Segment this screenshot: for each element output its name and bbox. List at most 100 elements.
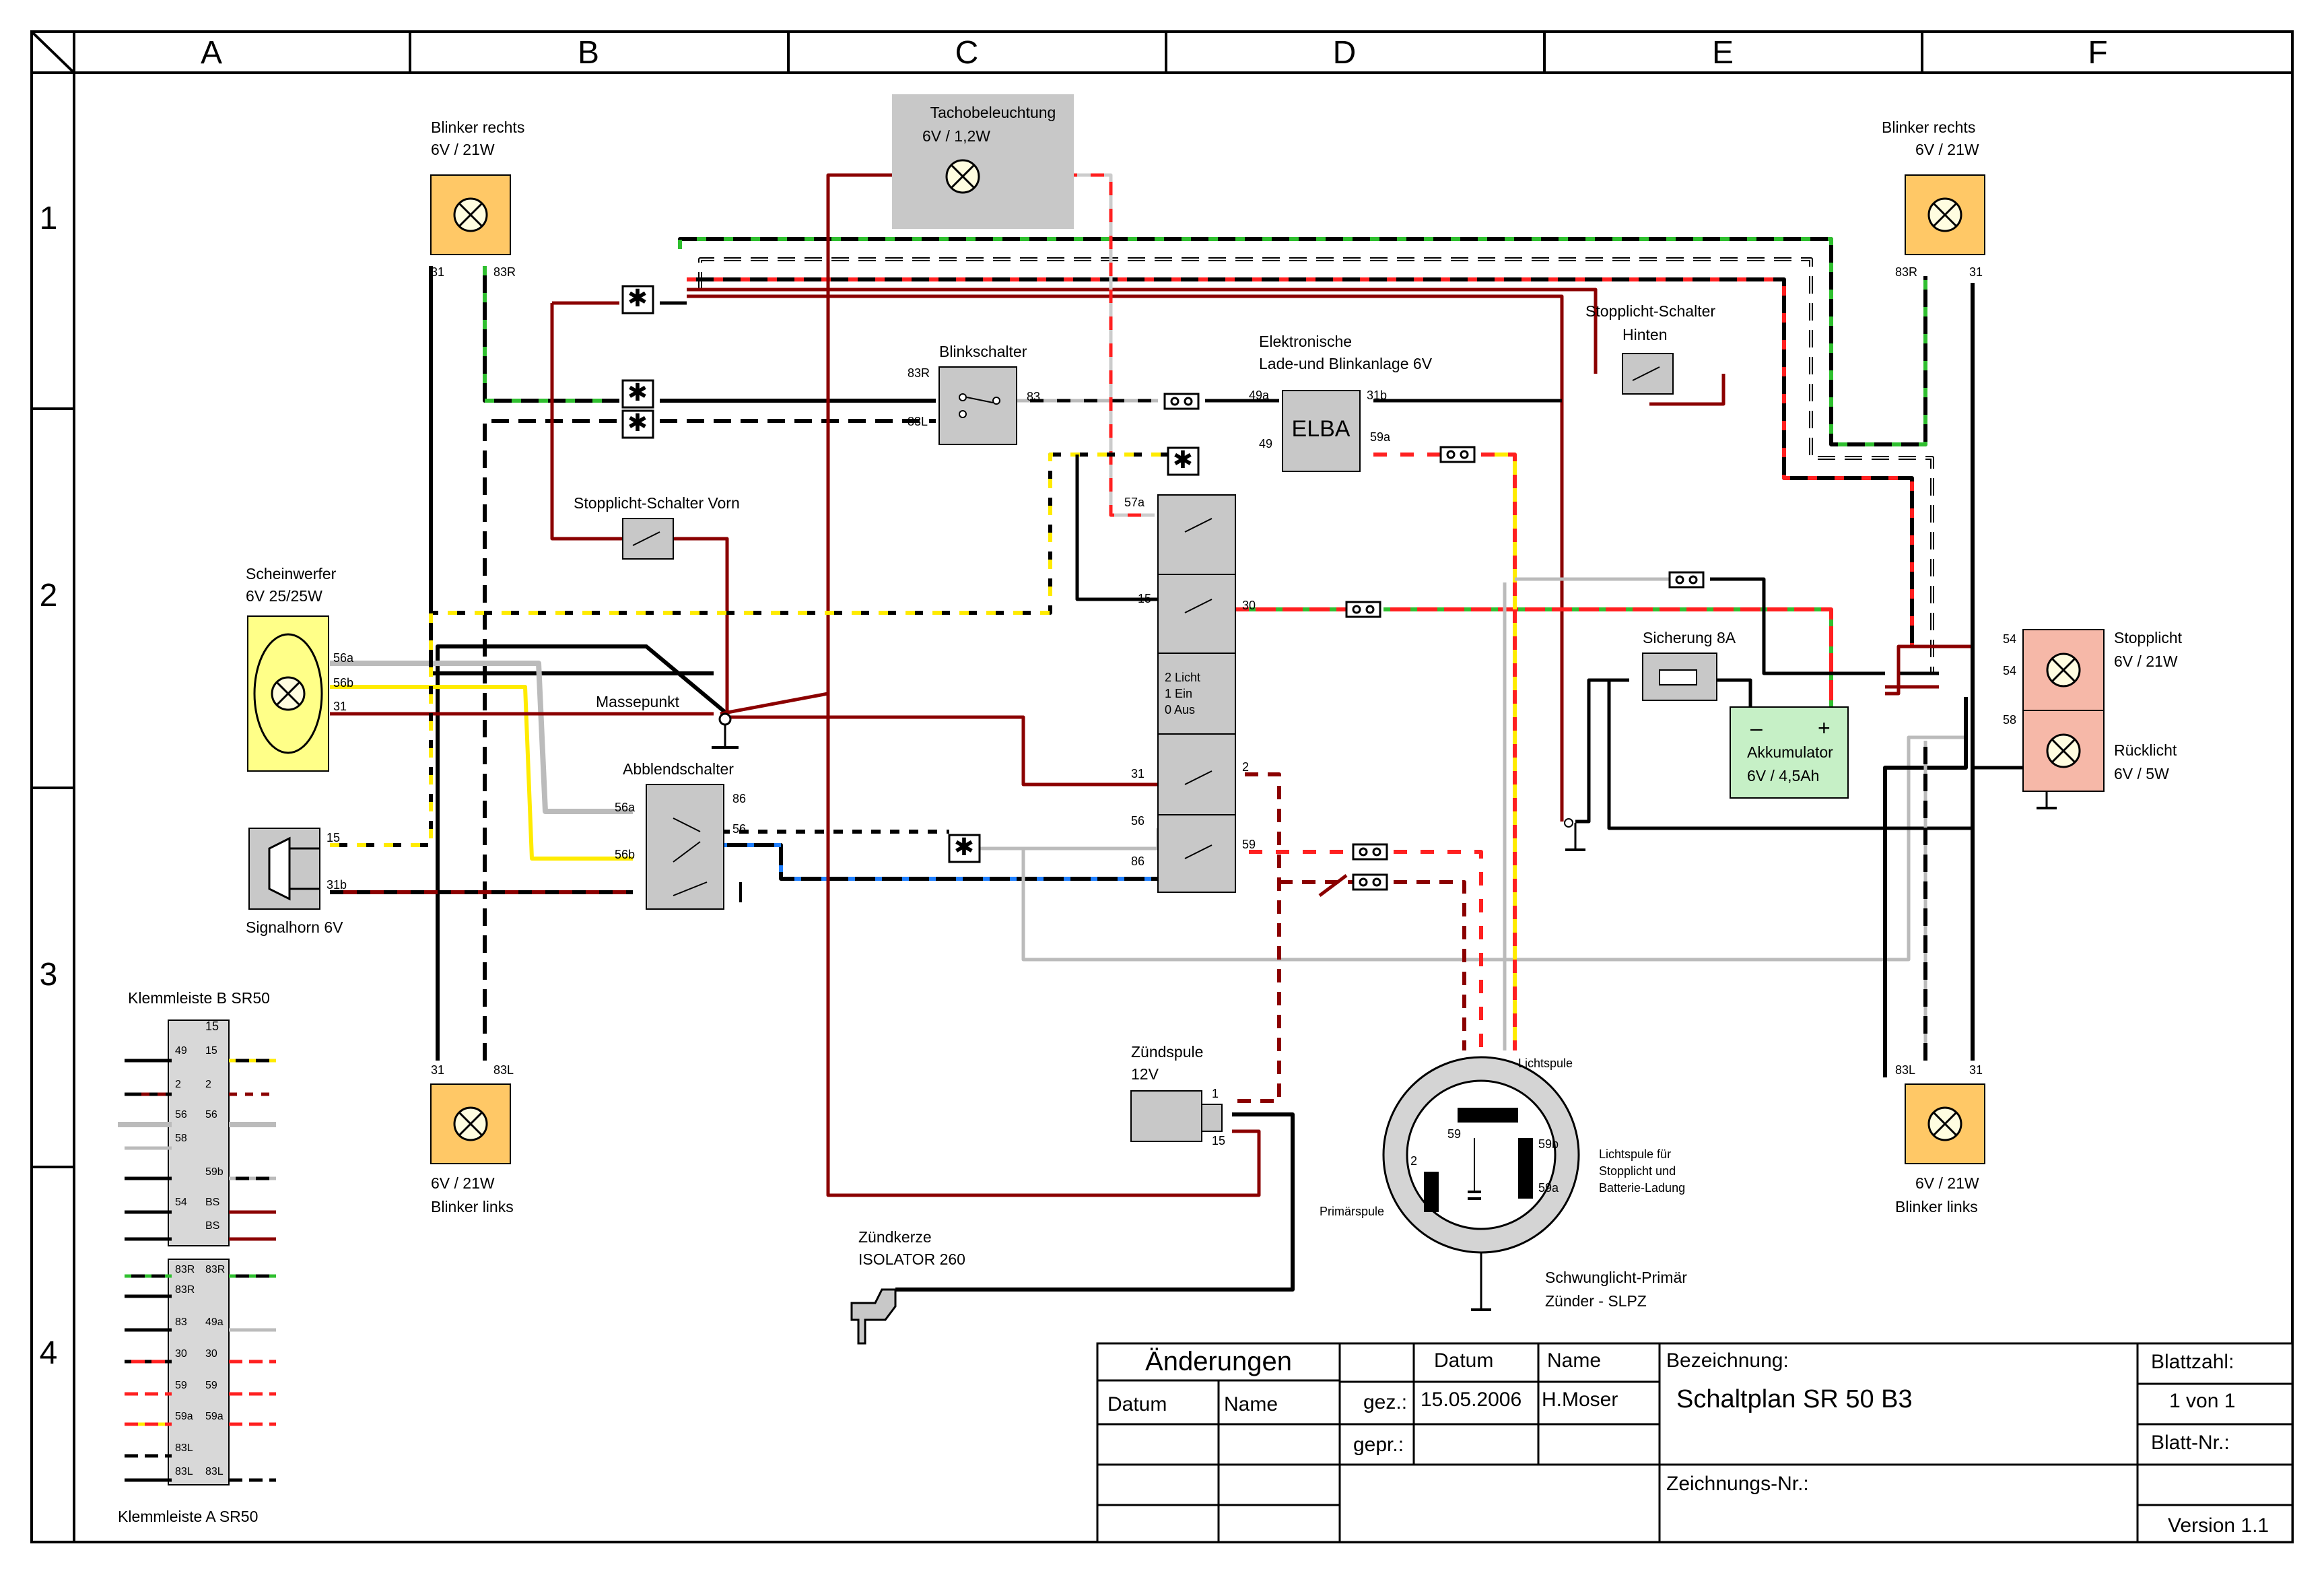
tb-aenderungen: Änderungen: [1145, 1347, 1292, 1376]
kl-a-r0: 83R: [205, 1264, 225, 1275]
tb-blattzahl-label: Blattzahl:: [2151, 1351, 2234, 1373]
taillight-lamp-icon: [2046, 733, 2081, 768]
grid-col-f: F: [2088, 35, 2107, 71]
kl-b-r5: 59b: [205, 1166, 224, 1178]
horn-icon: [268, 836, 291, 901]
stopp-hinten-line2: Hinten: [1622, 326, 1667, 343]
inline-plugs: [1163, 393, 1705, 891]
tacho-lamp-icon: [945, 159, 980, 194]
svg-text:✱: ✱: [627, 409, 648, 436]
slpz-name2: Zünder - SLPZ: [1545, 1292, 1647, 1310]
grid-col-c: C: [955, 35, 979, 71]
fuse-icon: [1659, 669, 1697, 686]
headlight-lamp-icon: [271, 676, 306, 711]
blinker-rechts-rear: Blinker rechts 6V / 21W 83R 31: [1882, 119, 1985, 279]
tb-version: Version 1.1: [2168, 1514, 2269, 1537]
plug-icon: [1163, 393, 1200, 410]
grid-col-e: E: [1712, 35, 1734, 71]
kl-a-r7: 83L: [205, 1466, 224, 1477]
grid-row-4: 4: [40, 1335, 58, 1371]
zuendspule-spec: 12V: [1131, 1065, 1159, 1083]
blinker-lamp-icon: [1927, 1106, 1962, 1141]
klemmleiste-b-wires: [118, 1059, 276, 1241]
svg-text:✱: ✱: [1173, 446, 1193, 473]
zs-pos-0: 0 Aus: [1165, 703, 1195, 716]
zuendlichtschalter: 57a 15 30 2 Licht 1 Ein 0 Aus 31 2 56 86…: [1124, 494, 1256, 893]
tb-blattnr-label: Blatt-Nr.:: [2151, 1432, 2230, 1454]
blinker-rechts-front-term-b: 83R: [493, 265, 516, 279]
blinkschalter-t1: 83R: [908, 366, 930, 380]
zs-t30: 30: [1242, 599, 1256, 612]
zuendspule-name: Zündspule: [1131, 1043, 1203, 1061]
tb-gez-name: H.Moser: [1542, 1389, 1618, 1411]
zs-t56: 56: [1131, 814, 1144, 828]
stopplicht-t1: 54: [2003, 632, 2016, 646]
blinker-links-front: 31 83L 6V / 21W Blinker links: [430, 1063, 514, 1215]
abblend-name: Abblendschalter: [623, 760, 734, 778]
tb-gez-datum: 15.05.2006: [1421, 1389, 1522, 1411]
wires: [330, 173, 2047, 1292]
stopp-vorn-name: Stopplicht-Schalter Vorn: [574, 494, 740, 512]
elba-t59a: 59a: [1370, 430, 1391, 444]
scheinwerfer-t2: 56b: [333, 676, 353, 690]
tb-zeichnungsnr-label: Zeichnungs-Nr.:: [1666, 1473, 1809, 1495]
kl-b-l0: 49: [175, 1045, 187, 1057]
elba-t49a: 49a: [1249, 389, 1270, 402]
tb-datum-col: Datum: [1107, 1393, 1167, 1415]
blinker-links-front-spec: 6V / 21W: [431, 1174, 495, 1192]
zs-pos-1: 1 Ein: [1165, 687, 1192, 700]
rear-lights: 54 54 58 Stopplicht 6V / 21W Rücklicht 6…: [1564, 629, 2183, 851]
spark-plug-icon: [850, 1288, 897, 1345]
zs-t57a: 57a: [1124, 496, 1145, 509]
kl-a-r3: 30: [205, 1348, 217, 1360]
blinker-links-rear: 83L 31 6V / 21W Blinker links: [1895, 1063, 1985, 1215]
slpz-lichtspule: Lichtspule: [1518, 1057, 1573, 1070]
ruecklicht-name: Rücklicht: [2114, 741, 2177, 759]
kl-a-l7: 83L: [175, 1466, 193, 1477]
zs-t15: 15: [1138, 592, 1151, 605]
slpz-ls-desc2: Stopplicht und: [1599, 1164, 1676, 1178]
tacho-light: Tachobeleuchtung 6V / 1,2W: [892, 94, 1074, 229]
blinker-rechts-front-name: Blinker rechts: [431, 119, 524, 136]
akku-name: Akkumulator: [1747, 743, 1833, 761]
klemmleiste-a-title: Klemmleiste A SR50: [118, 1508, 258, 1525]
blinker-links-rear-term-a: 83L: [1895, 1063, 1915, 1077]
connector-icon: ✱: [1167, 446, 1200, 476]
elba-name-2: Lade-und Blinkanlage 6V: [1259, 355, 1433, 372]
signalhorn-t15: 15: [327, 831, 340, 844]
tb-datum-hdr: Datum: [1434, 1349, 1493, 1372]
blinkschalter-t3: 83: [1027, 390, 1040, 403]
elba-t31b: 31b: [1367, 389, 1387, 402]
blinker-rechts-front-term-a: 31: [431, 265, 444, 279]
scheinwerfer: Scheinwerfer 6V 25/25W 56a 56b 31: [246, 565, 354, 772]
scheinwerfer-name: Scheinwerfer: [246, 565, 337, 582]
svg-text:✱: ✱: [627, 284, 648, 312]
stopplicht-t2: 54: [2003, 664, 2016, 677]
zuendspule: Zündspule 12V 1 15: [1130, 1043, 1225, 1147]
tb-gepr: gepr.:: [1353, 1434, 1404, 1456]
stopplicht-schalter-hinten: Stopplicht-Schalter Hinten: [1585, 302, 1715, 395]
grid-labels: A B C D E F 1 2 3 4: [40, 35, 2108, 1371]
zs-t86: 86: [1131, 855, 1144, 868]
stopplicht-name: Stopplicht: [2114, 629, 2183, 646]
blinker-lamp-icon: [453, 1106, 488, 1141]
plug-icon: [1352, 873, 1388, 891]
slpz-t59a: 59a: [1538, 1181, 1559, 1195]
tb-name-col: Name: [1224, 1393, 1278, 1415]
plug-icon: [1668, 571, 1705, 589]
stoplight-lamp-icon: [2046, 653, 2081, 688]
elba-box-label: ELBA: [1292, 416, 1351, 442]
elba-unit: Elektronische Lade-und Blinkanlage 6V EL…: [1249, 333, 1433, 472]
stopplicht-schalter-vorn: Stopplicht-Schalter Vorn: [574, 494, 740, 560]
kl-a-l2: 83: [175, 1316, 187, 1328]
blinker-rechts-front-spec: 6V / 21W: [431, 141, 495, 158]
akku-minus: –: [1750, 716, 1763, 740]
kl-b-r3: 56: [205, 1109, 217, 1121]
signalhorn: 15 31b Signalhorn 6V: [246, 828, 347, 936]
tb-bezeichnung: Schaltplan SR 50 B3: [1676, 1385, 1913, 1413]
abblend-t56a: 56a: [615, 801, 636, 814]
